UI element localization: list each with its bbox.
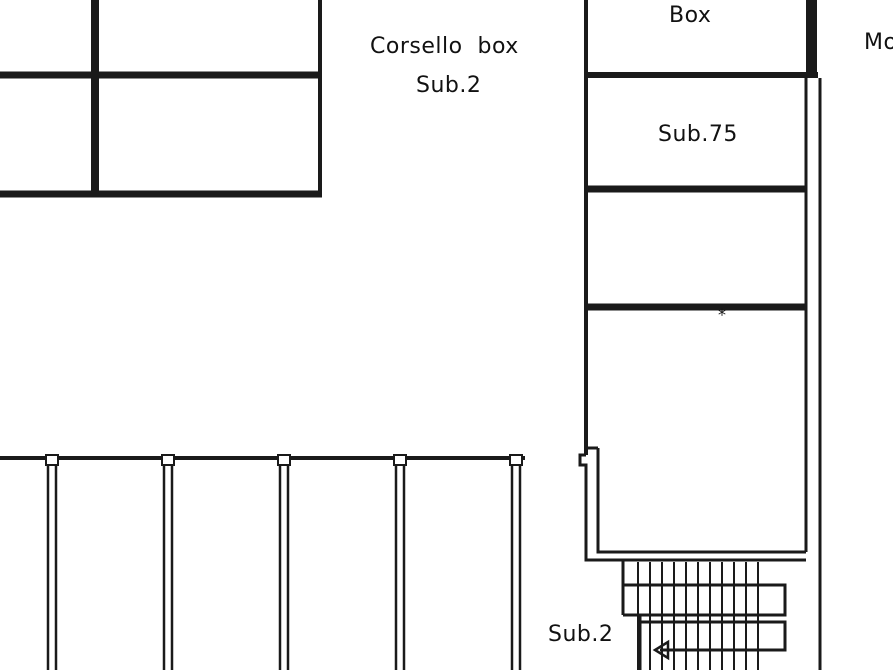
svg-text:*: * xyxy=(718,305,726,324)
box-label: Box xyxy=(669,3,711,28)
staircase xyxy=(621,560,787,670)
right-box-column: * xyxy=(578,0,822,670)
top-left-box-block xyxy=(0,0,322,198)
pillar xyxy=(277,454,291,670)
stair-sub-label: Sub.2 xyxy=(548,622,613,647)
edge-partial-label: Mo xyxy=(864,30,893,55)
sub75-label: Sub.75 xyxy=(658,122,738,147)
pillar xyxy=(161,454,175,670)
bottom-box-row xyxy=(0,454,525,670)
corridor-label: Corsello box xyxy=(370,34,519,59)
pillar xyxy=(393,454,407,670)
corridor-sub-label: Sub.2 xyxy=(416,73,481,98)
pillar xyxy=(45,454,59,670)
pillar xyxy=(509,454,523,670)
